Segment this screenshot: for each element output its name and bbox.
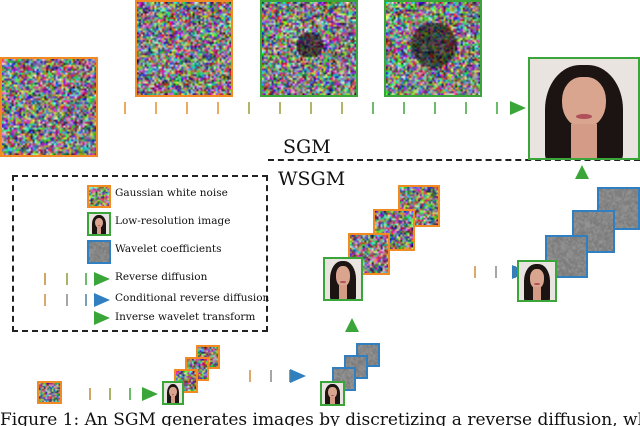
face-neck [97, 227, 102, 235]
noise-image-tile [135, 0, 233, 97]
legend-label-lowres: Low-resolution image [115, 215, 230, 227]
noise-image-tile [0, 57, 98, 157]
face-lips [534, 283, 539, 285]
face-neck [330, 397, 335, 405]
face-image-tile [517, 260, 557, 302]
arrow-head [575, 165, 589, 179]
face-image-tile [528, 57, 640, 160]
sgm-label: SGM [283, 136, 331, 158]
arrow-head [510, 101, 526, 115]
face-image-tile [162, 381, 184, 405]
wavelet-image-tile [87, 240, 111, 264]
face-skin [562, 77, 605, 128]
legend-label-reverse-diffusion: Reverse diffusion [115, 271, 207, 283]
face-image-tile [87, 212, 111, 236]
legend-label-wavelet: Wavelet coefficients [115, 243, 221, 255]
arrow-head [142, 387, 158, 401]
legend-label-inverse-wavelet: Inverse wavelet transform [115, 311, 255, 323]
noise-image-tile [384, 0, 482, 97]
wsgm-label: WSGM [278, 168, 345, 190]
face-skin [336, 266, 350, 287]
noise-image-tile [87, 185, 111, 208]
face-neck [571, 124, 597, 160]
face-neck [339, 285, 348, 301]
legend-label-noise: Gaussian white noise [115, 187, 228, 199]
face-image-tile [323, 257, 363, 301]
arrow-head [290, 369, 306, 383]
noise-image-tile [260, 0, 358, 97]
figure-caption: Figure 1: An SGM generates images by dis… [0, 410, 640, 426]
noise-image-tile [37, 381, 62, 404]
face-neck [171, 396, 175, 404]
legend-label-conditional-reverse-diffusion: Conditional reverse diffusion [115, 292, 269, 304]
face-skin [530, 269, 544, 289]
arrow-head [345, 318, 359, 332]
face-image-tile [320, 381, 345, 406]
face-neck [533, 287, 542, 302]
